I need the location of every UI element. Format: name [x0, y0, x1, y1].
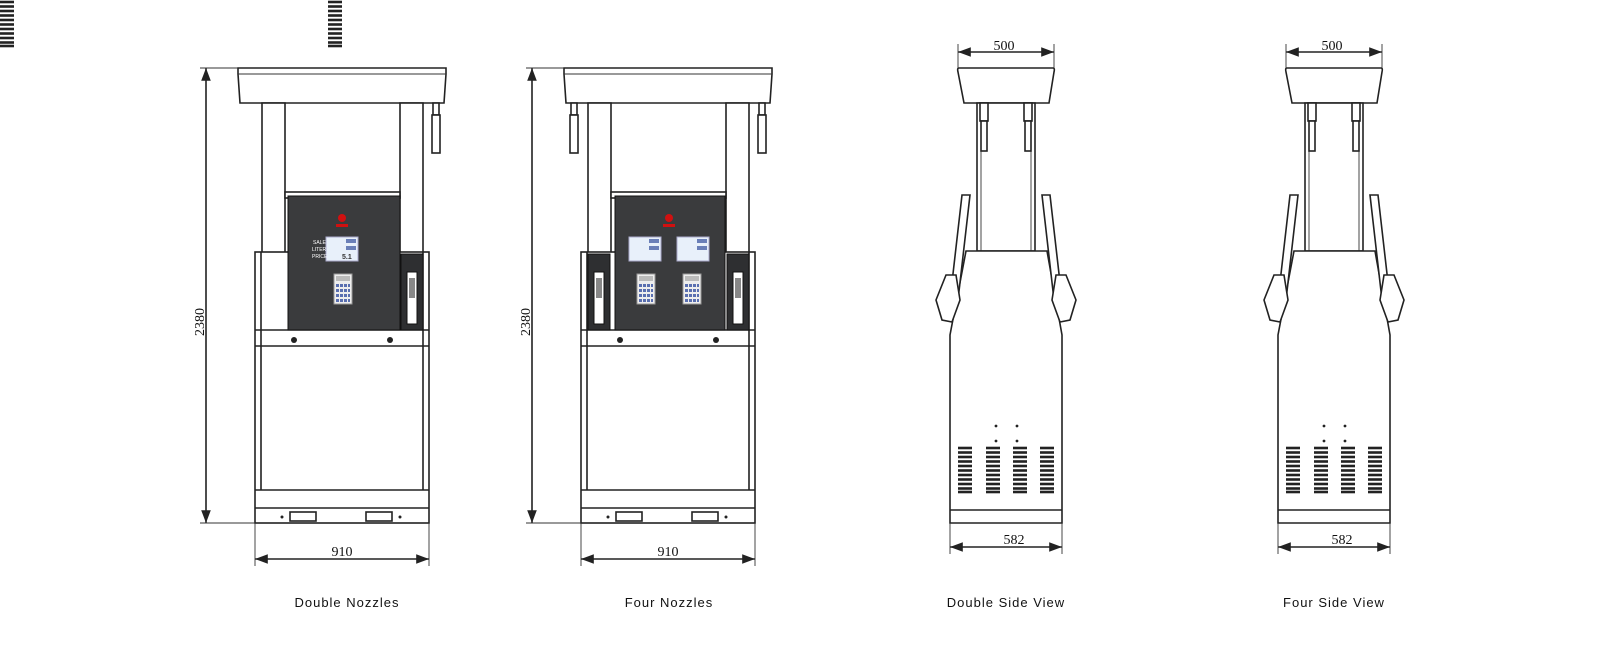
display-price-value: 5.1 — [342, 254, 352, 261]
width-dimension: 582 — [1332, 533, 1353, 548]
caption-double-side-view: Double Side View — [947, 595, 1065, 610]
front-view-four-nozzles: 2380 910 — [519, 67, 773, 566]
top-dimension: 500 — [1322, 39, 1343, 54]
caption-four-nozzles: Four Nozzles — [625, 595, 714, 610]
display-label-liter: LITER — [312, 247, 327, 253]
width-dimension: 582 — [1004, 533, 1025, 548]
front-view-double-nozzles: SALE LITER PRICE 5.1 2380 910 — [193, 67, 447, 566]
top-dimension: 500 — [994, 39, 1015, 54]
display-label-sale: SALE — [313, 240, 326, 246]
caption-four-side-view: Four Side View — [1283, 595, 1385, 610]
side-view-double: 500 582 — [0, 0, 1078, 554]
side-view-four: 500 582 — [326, 0, 1406, 554]
width-dimension: 910 — [332, 545, 353, 560]
display-label-price: PRICE — [312, 254, 328, 260]
height-dimension: 2380 — [519, 308, 534, 336]
height-dimension: 2380 — [193, 308, 208, 336]
caption-double-nozzles: Double Nozzles — [294, 595, 399, 610]
width-dimension: 910 — [658, 545, 679, 560]
